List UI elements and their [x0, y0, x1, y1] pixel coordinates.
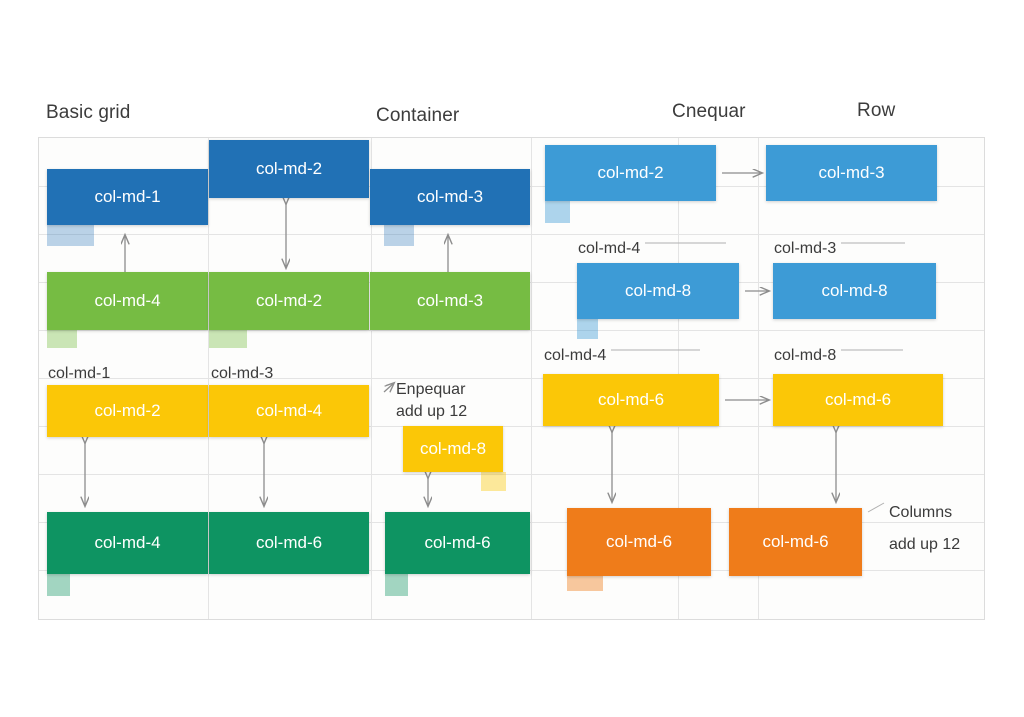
annotation-col-md-8-row: col-md-8: [774, 347, 837, 364]
grid-column-box-label: col-md-1: [94, 187, 161, 206]
grid-col-line-0: [208, 138, 209, 619]
ghost-block-17: [385, 574, 408, 596]
grid-column-box-col-md-2-6[interactable]: col-md-2: [209, 272, 369, 330]
grid-row-line-4: [39, 378, 984, 379]
annotation-columns-line2: add up 12: [889, 536, 961, 553]
grid-column-box-label: col-md-6: [597, 390, 665, 409]
grid-column-box-col-md-6-14[interactable]: col-md-6: [773, 374, 943, 426]
grid-column-box-col-md-6-19[interactable]: col-md-6: [729, 508, 862, 576]
ghost-block-0: [47, 225, 94, 246]
grid-column-box-col-md-2-1[interactable]: col-md-2: [209, 140, 369, 198]
ghost-block-18: [567, 576, 603, 591]
grid-column-box-col-md-2-10[interactable]: col-md-2: [47, 385, 208, 437]
annotation-col-md-4-mid: col-md-4: [544, 347, 607, 364]
ghost-block-15: [47, 574, 70, 596]
grid-column-box-col-md-6-17[interactable]: col-md-6: [385, 512, 530, 574]
grid-row-line-1: [39, 234, 984, 235]
grid-column-box-col-md-3-4[interactable]: col-md-3: [766, 145, 937, 201]
grid-row-line-3: [39, 330, 984, 331]
ghost-block-2: [384, 225, 414, 246]
grid-column-box-label: col-md-4: [94, 291, 161, 310]
ghost-block-8: [577, 319, 598, 339]
ghost-block-5: [47, 330, 77, 348]
grid-column-box-col-md-6-16[interactable]: col-md-6: [209, 512, 369, 574]
column-header-basic-grid: Basic grid: [46, 102, 131, 123]
grid-column-box-col-md-4-11[interactable]: col-md-4: [209, 385, 369, 437]
grid-column-box-label: col-md-3: [818, 163, 885, 182]
grid-column-box-label: col-md-8: [624, 281, 692, 300]
grid-column-box-label: col-md-6: [824, 390, 892, 409]
grid-row-line-6: [39, 474, 984, 475]
grid-column-box-col-md-6-18[interactable]: col-md-6: [567, 508, 711, 576]
ghost-block-6: [209, 330, 247, 348]
grid-row-line-5: [39, 426, 984, 427]
grid-column-box-col-md-8-8[interactable]: col-md-8: [577, 263, 739, 319]
grid-column-box-label: col-md-4: [255, 401, 323, 420]
grid-column-box-col-md-4-5[interactable]: col-md-4: [47, 272, 208, 330]
grid-column-box-label: col-md-8: [821, 281, 888, 300]
annotation-columns-line1: Columns: [889, 504, 953, 521]
grid-column-box-label: col-md-4: [94, 533, 161, 552]
column-header-row: Row: [857, 100, 896, 121]
grid-column-box-col-md-4-15[interactable]: col-md-4: [47, 512, 208, 574]
grid-column-box-label: col-md-6: [762, 532, 829, 551]
grid-column-box-label: col-md-3: [416, 187, 484, 206]
grid-column-box-label: col-md-2: [255, 159, 323, 178]
grid-column-box-label: col-md-2: [597, 163, 664, 182]
ghost-block-3: [545, 201, 570, 223]
grid-column-box-col-md-1-0[interactable]: col-md-1: [47, 169, 208, 225]
annotation-enpequar-line1: Enpequar: [396, 381, 466, 398]
column-header-container: Container: [376, 105, 460, 126]
grid-column-box-col-md-3-7[interactable]: col-md-3: [370, 272, 530, 330]
grid-column-box-label: col-md-2: [255, 291, 323, 310]
grid-column-box-col-md-2-3[interactable]: col-md-2: [545, 145, 716, 201]
grid-column-box-col-md-8-12[interactable]: col-md-8: [403, 426, 503, 472]
grid-col-line-1: [371, 138, 372, 619]
grid-column-box-label: col-md-6: [605, 532, 673, 551]
grid-col-line-2: [531, 138, 532, 619]
annotation-col-md-1: col-md-1: [48, 365, 111, 382]
grid-col-line-4: [758, 138, 759, 619]
annotation-col-md-4-top: col-md-4: [578, 240, 641, 257]
grid-column-box-label: col-md-8: [419, 439, 487, 458]
grid-column-box-label: col-md-3: [416, 291, 484, 310]
column-header-cnequar: Cnequar: [672, 101, 746, 122]
annotation-col-md-3-row: col-md-3: [774, 240, 837, 257]
ghost-block-12: [481, 472, 506, 491]
grid-column-box-col-md-8-9[interactable]: col-md-8: [773, 263, 936, 319]
grid-column-box-col-md-6-13[interactable]: col-md-6: [543, 374, 719, 426]
grid-column-box-col-md-3-2[interactable]: col-md-3: [370, 169, 530, 225]
grid-column-box-label: col-md-2: [94, 401, 161, 420]
grid-column-box-label: col-md-6: [424, 533, 491, 552]
grid-column-box-label: col-md-6: [255, 533, 323, 552]
annotation-col-md-3: col-md-3: [211, 365, 274, 382]
annotation-enpequar-line2: add up 12: [396, 403, 468, 420]
